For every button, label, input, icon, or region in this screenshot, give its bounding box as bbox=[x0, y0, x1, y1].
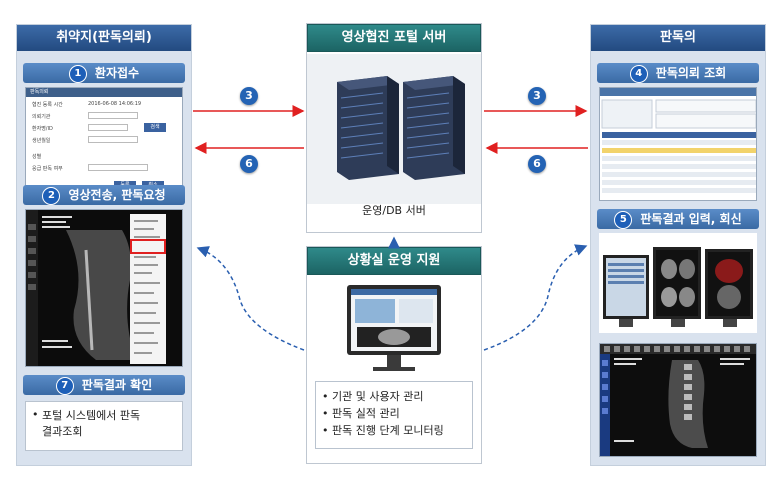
step2-header: 2 영상전송, 판독요청 bbox=[23, 185, 185, 205]
arrow-support-to-right bbox=[483, 244, 588, 351]
request-list-image bbox=[600, 88, 756, 193]
form-row-label: 환자명/ID bbox=[32, 126, 53, 132]
support-item: •판독 실적 관리 bbox=[322, 407, 400, 420]
form-date-value: 2016-06-08 14:06:19 bbox=[88, 101, 142, 107]
support-item: •판독 진행 단계 모니터링 bbox=[322, 424, 444, 437]
step7-label: 판독결과 확인 bbox=[81, 378, 153, 392]
support-title: 상황실 운영 지원 bbox=[307, 247, 481, 275]
support-box: 상황실 운영 지원 •기관 및 사용자 관리 •판독 실적 관리 •판독 진행 … bbox=[306, 246, 482, 464]
badge-step6-left: 6 bbox=[240, 155, 258, 173]
image-transfer-viewer-screenshot bbox=[25, 209, 183, 367]
step1-label: 환자접수 bbox=[94, 66, 140, 80]
step7-description-box: • 포털 시스템에서 판독 결과조회 bbox=[25, 401, 183, 451]
server-racks-image bbox=[307, 54, 481, 204]
badge-step3-left: 3 bbox=[240, 87, 258, 105]
viewer-image bbox=[26, 210, 182, 366]
right-panel: 판독의 4 판독의뢰 조회 5 판독결과 입력, 회신 bbox=[590, 24, 766, 466]
left-panel: 취약지(판독의뢰) 1 환자접수 판독의뢰 협진 등록 시간 2016-06-08… bbox=[16, 24, 192, 466]
badge-step3-right: 3 bbox=[528, 87, 546, 105]
step1-number: 1 bbox=[68, 65, 87, 83]
step7-header: 7 판독결과 확인 bbox=[23, 375, 185, 395]
result-viewer-image bbox=[600, 344, 756, 456]
step4-label: 판독의뢰 조회 bbox=[655, 66, 727, 80]
reading-monitors-image bbox=[603, 247, 753, 327]
step5-header: 5 판독결과 입력, 회신 bbox=[597, 209, 759, 229]
form-row-label: 성별 bbox=[32, 154, 42, 160]
server-label: 운영/DB 서버 bbox=[362, 204, 426, 217]
request-list-screenshot bbox=[599, 87, 757, 201]
support-list-box: •기관 및 사용자 관리 •판독 실적 관리 •판독 진행 단계 모니터링 bbox=[315, 381, 473, 449]
step2-number: 2 bbox=[42, 187, 61, 205]
form-row-label: 협진 등록 시간 bbox=[32, 102, 63, 108]
form-input[interactable] bbox=[88, 112, 138, 119]
step7-text: 포털 시스템에서 판독 결과조회 bbox=[42, 409, 141, 438]
arrow-support-to-left bbox=[196, 246, 305, 351]
result-viewer-screenshot bbox=[599, 343, 757, 457]
support-item: •기관 및 사용자 관리 bbox=[322, 390, 424, 403]
form-window-titlebar: 판독의뢰 bbox=[26, 88, 182, 97]
monitor-image bbox=[347, 285, 441, 371]
right-panel-title: 판독의 bbox=[591, 25, 765, 51]
server-box: 영상협진 포털 서버 운영/DB 서버 bbox=[306, 23, 482, 233]
left-panel-title: 취약지(판독의뢰) bbox=[17, 25, 191, 51]
form-row-label: 생년월일 bbox=[32, 138, 51, 144]
form-input[interactable] bbox=[88, 164, 148, 171]
step7-number: 7 bbox=[55, 377, 74, 395]
step5-label: 판독결과 입력, 회신 bbox=[640, 212, 742, 226]
form-search-button[interactable]: 검색 bbox=[144, 123, 166, 132]
form-input[interactable] bbox=[88, 124, 128, 131]
step1-header: 1 환자접수 bbox=[23, 63, 185, 83]
server-title: 영상협진 포털 서버 bbox=[307, 24, 481, 52]
bullet: • bbox=[32, 408, 39, 421]
step4-number: 4 bbox=[629, 65, 648, 83]
step5-number: 5 bbox=[614, 211, 633, 229]
form-row-label: 응급 판독 여부 bbox=[32, 166, 63, 172]
badge-step6-right: 6 bbox=[528, 155, 546, 173]
form-row-label: 의뢰기관 bbox=[32, 114, 51, 120]
step4-header: 4 판독의뢰 조회 bbox=[597, 63, 759, 83]
patient-registration-form: 판독의뢰 협진 등록 시간 2016-06-08 14:06:19 의뢰기관 환… bbox=[25, 87, 183, 195]
step2-label: 영상전송, 판독요청 bbox=[68, 188, 166, 202]
reading-monitors bbox=[599, 233, 757, 333]
form-input[interactable] bbox=[88, 136, 138, 143]
